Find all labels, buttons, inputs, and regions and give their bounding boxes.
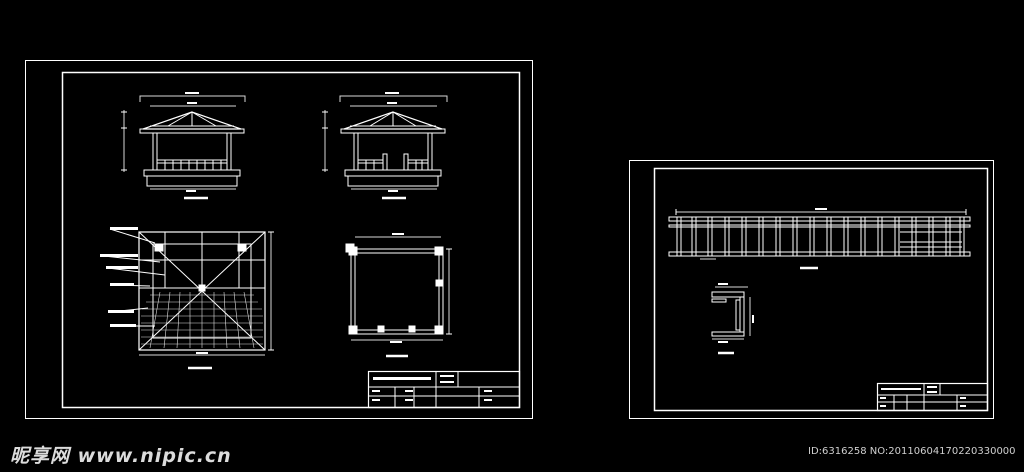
sheet-b xyxy=(629,160,994,419)
roof-plan xyxy=(100,227,274,370)
front-elevation xyxy=(121,92,246,200)
sheet-a xyxy=(25,60,533,419)
watermark-id: ID:6316258 NO:20110604170220330000 xyxy=(808,446,1016,457)
sheet-b-inner-frame xyxy=(653,167,989,412)
beam-section xyxy=(711,283,754,355)
pergola-elevation xyxy=(668,208,971,270)
watermark-logo: 昵享网 www.nipic.cn xyxy=(10,445,232,467)
sheet-b-outer-border xyxy=(629,160,994,419)
column-plan xyxy=(345,233,452,358)
title-block-b xyxy=(876,382,989,412)
title-block-a xyxy=(367,370,521,409)
side-elevation xyxy=(322,92,448,200)
sheet-a-inner-frame xyxy=(61,71,521,409)
sheet-a-outer-border xyxy=(25,60,533,419)
